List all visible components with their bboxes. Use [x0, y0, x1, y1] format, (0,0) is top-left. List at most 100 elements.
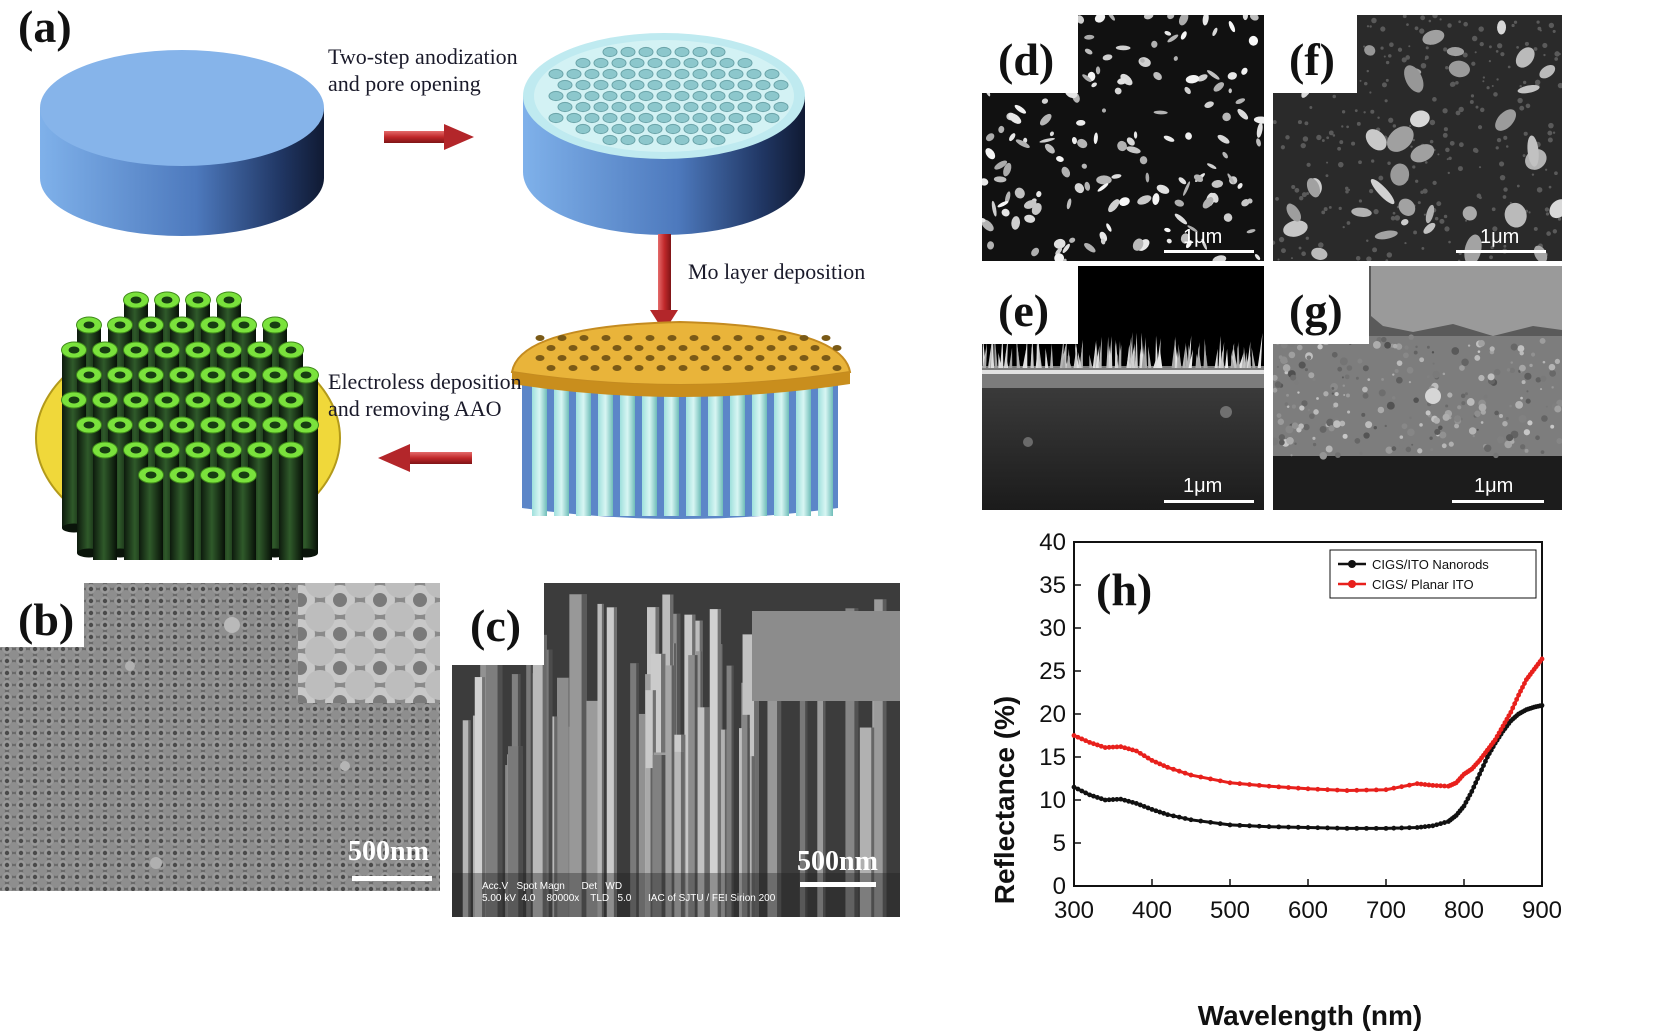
- data-point: [1130, 747, 1135, 753]
- panel-label-g: (g): [1273, 266, 1369, 344]
- data-point: [1463, 799, 1469, 805]
- data-point: [1399, 825, 1404, 831]
- data-point: [1165, 812, 1170, 818]
- schematic-diagram: [35, 33, 852, 560]
- data-point: [1114, 744, 1120, 750]
- data-point: [1418, 824, 1424, 830]
- data-point: [1091, 793, 1096, 799]
- data-point: [1149, 758, 1155, 763]
- x-tick-label: 600: [1288, 897, 1328, 924]
- x-tick-label: 400: [1132, 897, 1172, 924]
- data-point: [1176, 814, 1182, 820]
- scale-label-b: 500nm: [348, 836, 429, 867]
- data-point: [1083, 790, 1089, 796]
- data-point: [1079, 788, 1085, 794]
- data-point: [1134, 801, 1139, 806]
- x-tick-label: 700: [1366, 897, 1406, 924]
- data-point: [1145, 755, 1151, 761]
- data-point: [1122, 745, 1128, 751]
- data-point: [1276, 824, 1282, 830]
- y-tick-label: 40: [1039, 529, 1066, 556]
- data-point: [1071, 733, 1077, 738]
- data-point: [1422, 782, 1428, 787]
- data-point: [1510, 705, 1516, 711]
- data-point: [1407, 782, 1412, 788]
- data-point: [1391, 825, 1397, 831]
- scale-bar-b: [352, 876, 432, 881]
- data-point: [1479, 767, 1484, 773]
- data-point: [1399, 784, 1404, 790]
- scale-label-c: 500nm: [797, 846, 878, 877]
- data-point: [1122, 797, 1128, 803]
- data-point: [1157, 809, 1163, 815]
- x-tick-label: 800: [1444, 897, 1484, 924]
- data-point: [1383, 825, 1389, 831]
- panel-label-e: (e): [982, 266, 1078, 344]
- data-point: [1256, 782, 1262, 788]
- scale-bar-g: [1452, 500, 1544, 503]
- data-point: [1414, 825, 1420, 830]
- data-point: [1407, 825, 1412, 831]
- scale-label-e: 1μm: [1183, 475, 1223, 497]
- data-point: [1157, 761, 1163, 767]
- legend-box: [1329, 549, 1537, 599]
- data-point: [1422, 824, 1428, 830]
- data-point: [1087, 739, 1092, 745]
- data-point: [1106, 797, 1112, 803]
- series-planar-ito: [1071, 656, 1545, 793]
- data-point: [1514, 696, 1520, 702]
- panel-label-b: (b): [0, 583, 84, 647]
- data-point: [1130, 799, 1135, 805]
- step-anodization-text: Two-step anodization and pore opening: [328, 44, 518, 96]
- data-point: [1522, 681, 1527, 686]
- data-point: [1286, 785, 1291, 790]
- data-point: [1227, 822, 1233, 828]
- panel-label-a: (a): [18, 1, 72, 52]
- data-point: [1095, 795, 1100, 800]
- data-point: [1102, 797, 1108, 803]
- data-point: [1276, 784, 1282, 790]
- sem-image-g: [1273, 266, 1562, 510]
- step-electroless-text: Electroless deposition and removing AAO: [328, 369, 522, 421]
- data-point: [1217, 821, 1223, 827]
- data-point: [1208, 819, 1213, 825]
- legend-label: CIGS/ITO Nanorods: [1372, 557, 1489, 572]
- scale-bar-f: [1456, 250, 1546, 253]
- y-tick-label: 25: [1039, 658, 1066, 685]
- data-point: [1266, 824, 1272, 830]
- data-point: [1217, 778, 1223, 784]
- data-point: [1475, 776, 1481, 781]
- panel-label-f: (f): [1273, 15, 1357, 93]
- panel-label-h: (h): [1096, 564, 1153, 615]
- data-point: [1295, 824, 1301, 830]
- data-point: [1295, 785, 1301, 791]
- data-point: [1461, 803, 1467, 809]
- data-point: [1171, 813, 1176, 819]
- data-point: [1465, 796, 1471, 802]
- data-point: [1315, 786, 1321, 792]
- data-point: [1325, 787, 1330, 793]
- data-point: [1247, 782, 1252, 787]
- mo-coated-template: [510, 320, 852, 519]
- data-point: [1149, 807, 1155, 812]
- data-point: [1153, 759, 1159, 765]
- scale-bar-e: [1164, 500, 1254, 503]
- data-point: [1426, 823, 1432, 829]
- data-point: [1286, 824, 1291, 830]
- data-point: [1442, 783, 1447, 789]
- data-point: [1114, 796, 1120, 802]
- y-tick-label: 10: [1039, 787, 1066, 814]
- y-tick-label: 30: [1039, 615, 1066, 642]
- data-point: [1383, 787, 1389, 793]
- data-point: [1153, 808, 1159, 814]
- data-point: [1414, 781, 1420, 787]
- data-point: [1334, 825, 1340, 831]
- data-point: [1354, 825, 1360, 831]
- data-point: [1344, 825, 1350, 831]
- data-point: [1516, 692, 1521, 698]
- data-point: [1106, 744, 1112, 750]
- data-point: [1467, 792, 1473, 798]
- scale-label-g: 1μm: [1474, 475, 1514, 497]
- data-point: [1083, 738, 1089, 744]
